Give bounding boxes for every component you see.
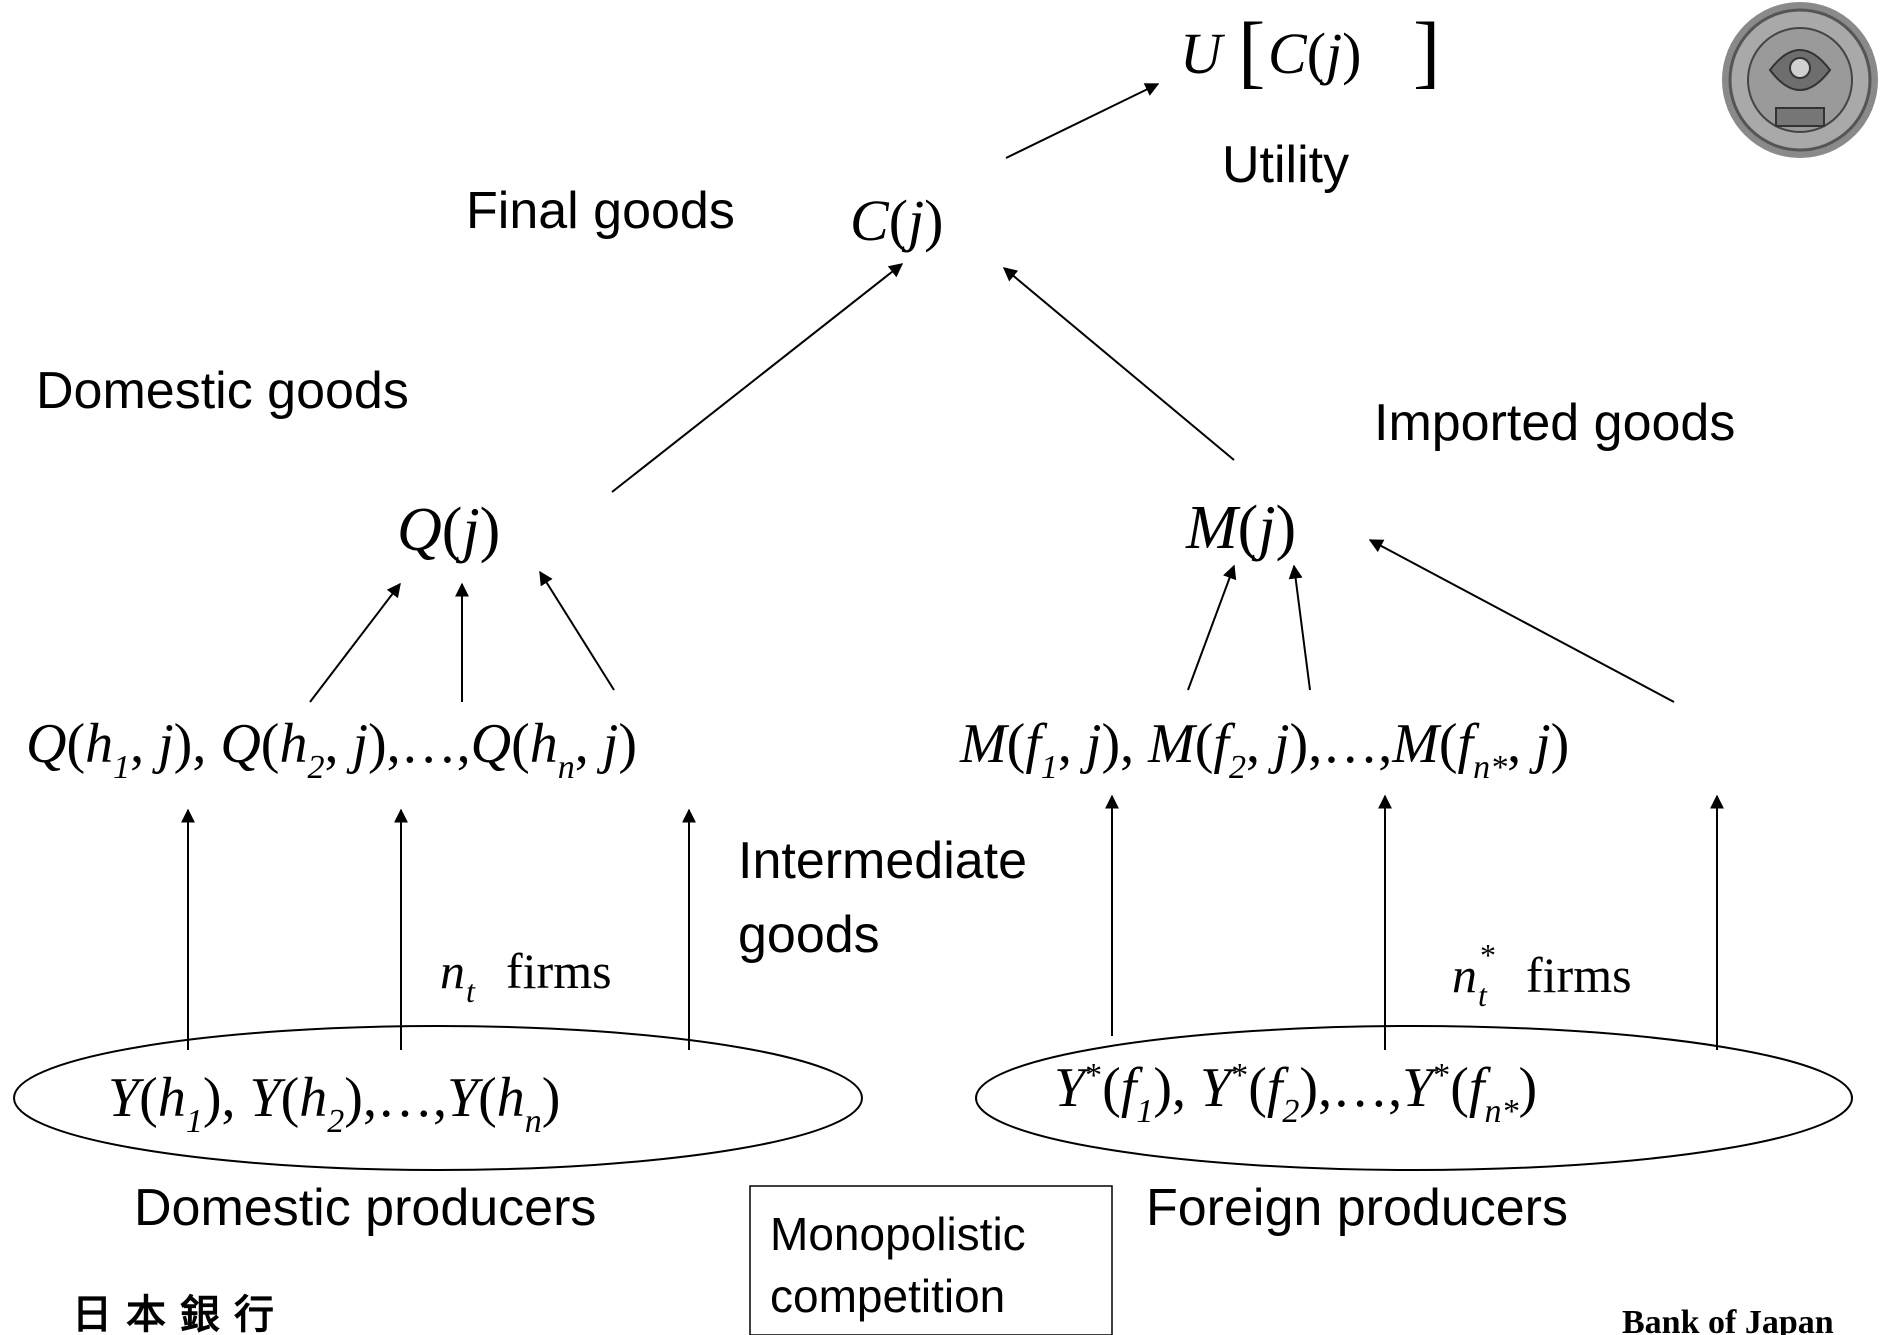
imported-M: M xyxy=(1185,494,1241,562)
svg-text:firms: firms xyxy=(506,943,612,999)
svg-text:U: U xyxy=(1180,21,1226,86)
svg-text:t: t xyxy=(1478,977,1488,1013)
arrow-imported-to-final xyxy=(1002,267,1235,461)
foreign-producers-list: Y*(f1), Y*(f2),…,Y*(fn*) xyxy=(1054,1057,1537,1130)
domestic-goods-label: Domestic goods xyxy=(36,362,409,420)
foreign-firm-count: n * t firms xyxy=(1452,937,1632,1013)
intermediate-foreign-item-2: M(f2, j) xyxy=(1147,713,1308,786)
foreign-producers-label: Foreign producers xyxy=(1146,1179,1568,1237)
final-goods-label: Final goods xyxy=(466,182,735,240)
arrow-domestic-to-final xyxy=(611,263,904,493)
arrows xyxy=(181,83,1724,1050)
domestic-producers-list: Y(h1), Y(h2),…,Y(hn) xyxy=(108,1067,560,1140)
producer-foreign-item-3: Y*(fn*) xyxy=(1402,1057,1537,1130)
final-C: C xyxy=(850,188,890,253)
svg-text:Y(h1), Y(h2),…,Y(hn): Y(h1), Y(h2),…,Y(hn) xyxy=(108,1067,560,1140)
svg-text:*: * xyxy=(1480,937,1496,973)
arrow-mn-to-imported xyxy=(1368,539,1675,703)
domestic-goods-node: Q(j) xyxy=(397,496,500,564)
svg-text:firms: firms xyxy=(1526,947,1632,1003)
svg-text:n: n xyxy=(440,943,465,999)
svg-text:[: [ xyxy=(1238,5,1265,96)
arrow-q1-to-domestic xyxy=(309,582,401,703)
monopolistic-competition-box xyxy=(749,1185,1113,1335)
intermediate-domestic-item-3: Q(hn, j) xyxy=(471,713,637,786)
utility-label: Utility xyxy=(1222,136,1349,194)
final-goods-node: C(j) xyxy=(850,188,943,253)
intermediate-domestic-item-1: Q(h1, j) xyxy=(26,713,192,786)
intermediate-goods-label-line2: goods xyxy=(738,906,880,964)
imported-goods-label: Imported goods xyxy=(1374,394,1735,452)
producer-foreign-item-2: Y*(f2) xyxy=(1200,1057,1318,1130)
bank-seal-icon xyxy=(1722,2,1878,158)
utility-U: U xyxy=(1180,21,1226,86)
arrow-m1-to-imported xyxy=(1187,564,1237,691)
logo-bank-of-japan: Bank of Japan xyxy=(1622,1304,1834,1335)
producer-foreign-item-1: Y*(f1) xyxy=(1054,1057,1172,1130)
imported-goods-node: M(j) xyxy=(1185,494,1296,562)
svg-text:]: ] xyxy=(1413,5,1440,96)
monopolistic-label-line2: competition xyxy=(770,1270,1005,1322)
monopolistic-label-line1: Monopolistic xyxy=(770,1208,1026,1260)
arrow-qn-to-domestic xyxy=(539,570,615,691)
intermediate-domestic-item-2: Q(h2, j) xyxy=(220,713,386,786)
arrow-final-to-utility xyxy=(1005,83,1160,159)
svg-text:t: t xyxy=(466,973,476,1009)
domestic-firm-count: n t firms xyxy=(440,943,612,1009)
producer-domestic-item-1: Y(h1) xyxy=(108,1067,221,1140)
svg-text:Q(h1, j), Q(h2, j),…,Q(hn, j): Q(h1, j), Q(h2, j),…,Q(hn, j) xyxy=(26,713,637,786)
intermediate-domestic-goods: Q(h1, j), Q(h2, j),…,Q(hn, j) xyxy=(26,713,637,786)
intermediate-foreign-item-1: M(f1, j) xyxy=(959,713,1120,786)
domestic-producers-label: Domestic producers xyxy=(134,1179,596,1237)
domestic-Q: Q xyxy=(397,496,442,564)
svg-text:M(f1, j), M(f2, j),…,M(fn*, j: M(f1, j), M(f2, j),…,M(fn*, j) xyxy=(959,713,1569,786)
domestic-producers-ellipse xyxy=(13,1025,863,1171)
intermediate-goods-label-line1: Intermediate xyxy=(738,832,1027,890)
utility-C: C xyxy=(1268,21,1308,86)
logo-bank-of-japan-kanji: 日本銀行 xyxy=(72,1293,288,1335)
foreign-producers-ellipse xyxy=(975,1025,1853,1171)
svg-text:n: n xyxy=(1452,947,1477,1003)
intermediate-foreign-item-3: M(fn*, j) xyxy=(1391,713,1569,786)
arrow-m2-to-imported xyxy=(1288,564,1311,691)
producer-domestic-item-2: Y(h2) xyxy=(249,1067,362,1140)
svg-text:C(j): C(j) xyxy=(1268,21,1361,86)
utility-node: U [ C(j) ] xyxy=(1180,5,1440,96)
producer-domestic-item-3: Y(hn) xyxy=(447,1067,560,1140)
intermediate-foreign-goods: M(f1, j), M(f2, j),…,M(fn*, j) xyxy=(959,713,1569,786)
svg-text:Y*(f1), Y*(f2),…,Y*(fn*): Y*(f1), Y*(f2),…,Y*(fn*) xyxy=(1054,1057,1537,1130)
